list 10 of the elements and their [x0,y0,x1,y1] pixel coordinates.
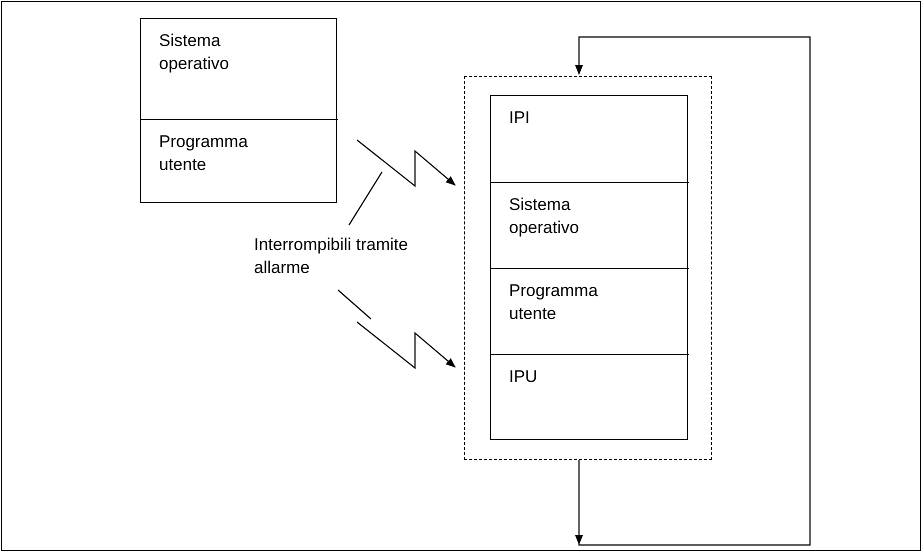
stack-section: Programma utente [491,269,689,355]
stack-box [140,18,337,203]
dashed-frame [464,76,712,460]
stack-section: IPU [491,355,689,441]
stack-section: Programma utente [141,120,338,204]
stack-section: Sistema operativo [141,19,338,120]
stack-section: IPI [491,96,689,183]
stack-section: Sistema operativo [491,183,689,269]
stack-box [490,95,688,440]
annotation-text: Interrompibili tramite allarme [254,233,424,279]
